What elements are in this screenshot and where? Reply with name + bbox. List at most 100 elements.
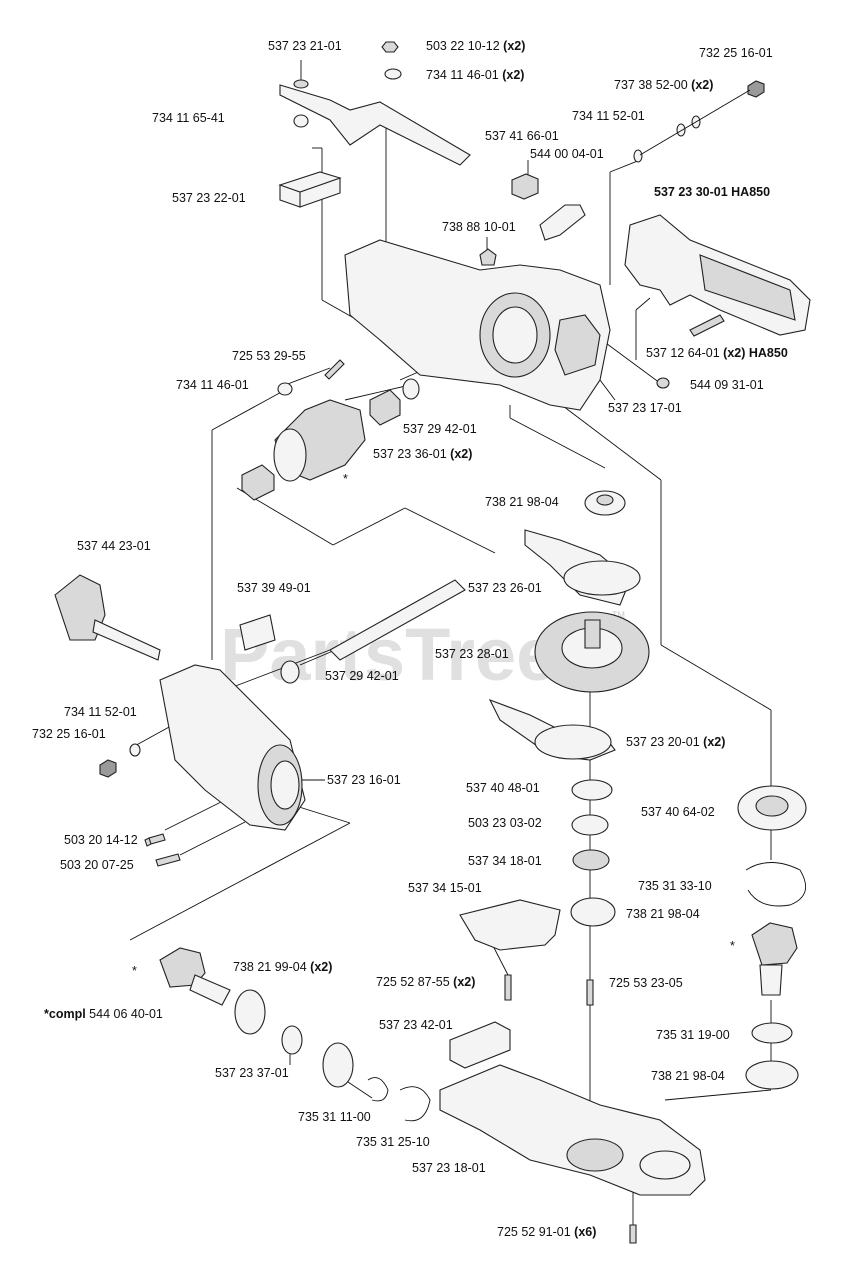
part-label: 537 23 21-01 bbox=[268, 39, 342, 53]
svg-text:*compl 544 06 40-01: *compl 544 06 40-01 bbox=[44, 1007, 163, 1021]
svg-text:544 09 31-01: 544 09 31-01 bbox=[690, 378, 764, 392]
part-qty: (x2) bbox=[502, 68, 524, 82]
svg-text:738 21 98-04: 738 21 98-04 bbox=[651, 1069, 725, 1083]
svg-text:537 23 18-01: 537 23 18-01 bbox=[412, 1161, 486, 1175]
svg-text:537 40 48-01: 537 40 48-01 bbox=[466, 781, 540, 795]
svg-text:738 21 98-04: 738 21 98-04 bbox=[485, 495, 559, 509]
part-label: 537 29 42-01 bbox=[403, 422, 477, 436]
circlip-right-2 bbox=[751, 1022, 793, 1044]
svg-text:725 52 87-55 (x2): 725 52 87-55 (x2) bbox=[376, 975, 475, 989]
svg-text:503 20 14-12: 503 20 14-12 bbox=[64, 833, 138, 847]
bottom-plate-hole bbox=[639, 1150, 691, 1180]
part-label: 537 23 30-01 HA850 bbox=[654, 185, 770, 199]
asterisk-marker: * bbox=[343, 472, 348, 486]
drive-shaft bbox=[329, 579, 466, 661]
part-qty: (x2) bbox=[503, 39, 525, 53]
svg-text:537 29 42-01: 537 29 42-01 bbox=[403, 422, 477, 436]
svg-text:537 23 37-01: 537 23 37-01 bbox=[215, 1066, 289, 1080]
svg-text:735 31 11-00: 735 31 11-00 bbox=[298, 1110, 371, 1124]
washer-center-2 bbox=[572, 849, 610, 871]
bearing-ring-top-hole bbox=[596, 494, 614, 506]
bottom-plate bbox=[439, 1064, 706, 1196]
part-label: 537 23 37-01 bbox=[215, 1066, 289, 1080]
part-label: 725 53 23-05 bbox=[609, 976, 683, 990]
washer-center bbox=[571, 779, 613, 801]
spacer-block bbox=[278, 171, 342, 208]
pinion-right bbox=[751, 922, 798, 966]
part-drawings bbox=[54, 41, 811, 1244]
screw-a bbox=[144, 833, 166, 847]
svg-text:537 40 64-02: 537 40 64-02 bbox=[641, 805, 715, 819]
part-labels: 537 23 21-01 503 22 10-12 (x2) 734 11 46… bbox=[32, 39, 788, 1239]
bearing-right-2 bbox=[745, 1060, 799, 1090]
svg-text:537 23 17-01: 537 23 17-01 bbox=[608, 401, 682, 415]
washer-small bbox=[293, 114, 309, 128]
svg-text:735 31 25-10: 735 31 25-10 bbox=[356, 1135, 430, 1149]
part-label: 738 21 98-04 bbox=[485, 495, 559, 509]
spacer-block-2 bbox=[449, 1021, 511, 1069]
part-label: 537 23 28-01 bbox=[435, 647, 509, 661]
rod-eye-bottom bbox=[534, 724, 612, 760]
svg-text:732 25 16-01: 732 25 16-01 bbox=[32, 727, 106, 741]
svg-text:738 88 10-01: 738 88 10-01 bbox=[442, 220, 516, 234]
bushing-2 bbox=[369, 389, 401, 426]
svg-text:537 23 20-01 (x2): 537 23 20-01 (x2) bbox=[626, 735, 725, 749]
part-qty: (x2) HA850 bbox=[723, 346, 788, 360]
part-label: 732 25 16-01 bbox=[32, 727, 106, 741]
part-label: 735 31 19-00 bbox=[656, 1028, 730, 1042]
svg-text:734 11 52-01: 734 11 52-01 bbox=[572, 109, 645, 123]
svg-text:734 11 65-41: 734 11 65-41 bbox=[152, 111, 225, 125]
circlip-left bbox=[367, 1077, 389, 1102]
svg-text:537 23 21-01: 537 23 21-01 bbox=[268, 39, 342, 53]
bearing-right-inner bbox=[755, 795, 789, 817]
pinion-shaft bbox=[759, 964, 783, 996]
svg-text:537 34 18-01: 537 34 18-01 bbox=[468, 854, 542, 868]
part-label: 734 11 46-01 bbox=[426, 68, 499, 82]
part-qty: (x2) bbox=[703, 735, 725, 749]
plug bbox=[656, 377, 670, 389]
handle-grip bbox=[699, 254, 796, 321]
locknut bbox=[747, 80, 765, 98]
part-label: 738 21 98-04 bbox=[651, 1069, 725, 1083]
part-label: 734 11 46-01 bbox=[176, 378, 249, 392]
watermark-tm: TM bbox=[612, 610, 625, 620]
part-label: 537 34 15-01 bbox=[408, 881, 482, 895]
svg-text:737 38 52-00 (x2): 737 38 52-00 (x2) bbox=[614, 78, 713, 92]
svg-text:537 23 16-01: 537 23 16-01 bbox=[327, 773, 401, 787]
part-label: 537 44 23-01 bbox=[77, 539, 151, 553]
angle-housing-bore-inner bbox=[270, 760, 300, 810]
svg-text:537 23 42-01: 537 23 42-01 bbox=[379, 1018, 453, 1032]
svg-text:537 23 30-01 HA850: 537 23 30-01 HA850 bbox=[654, 185, 770, 199]
svg-text:732 25 16-01: 732 25 16-01 bbox=[699, 46, 773, 60]
bevel-gear-face bbox=[273, 428, 307, 482]
part-label: 544 06 40-01 bbox=[89, 1007, 163, 1021]
washer-left-2 bbox=[129, 743, 141, 757]
spur-gear-boss bbox=[584, 619, 601, 649]
part-qty: (x2) bbox=[691, 78, 713, 92]
svg-text:537 39 49-01: 537 39 49-01 bbox=[237, 581, 311, 595]
oring-center bbox=[571, 814, 609, 836]
part-label: 544 00 04-01 bbox=[530, 147, 604, 161]
part-qty: (x6) bbox=[574, 1225, 596, 1239]
part-label: 537 23 26-01 bbox=[468, 581, 542, 595]
svg-text:725 52 91-01 (x6): 725 52 91-01 (x6) bbox=[497, 1225, 596, 1239]
svg-text:738 21 98-04: 738 21 98-04 bbox=[626, 907, 700, 921]
washer-b bbox=[676, 123, 686, 137]
part-label: 734 11 65-41 bbox=[152, 111, 225, 125]
grease-nipple bbox=[479, 248, 497, 266]
part-label: 537 39 49-01 bbox=[237, 581, 311, 595]
part-label: 732 25 16-01 bbox=[699, 46, 773, 60]
asterisk-marker: * bbox=[132, 964, 137, 978]
part-label: 503 22 10-12 bbox=[426, 39, 500, 53]
part-label: 725 52 87-55 bbox=[376, 975, 450, 989]
part-label: 735 31 25-10 bbox=[356, 1135, 430, 1149]
svg-text:537 23 22-01: 537 23 22-01 bbox=[172, 191, 246, 205]
bearing-left-2 bbox=[281, 1025, 303, 1055]
bushing-3 bbox=[241, 464, 275, 501]
screw-small bbox=[324, 359, 345, 380]
svg-text:734 11 52-01: 734 11 52-01 bbox=[64, 705, 137, 719]
part-label: 735 31 33-10 bbox=[638, 879, 712, 893]
part-label: 537 40 64-02 bbox=[641, 805, 715, 819]
part-label: 537 34 18-01 bbox=[468, 854, 542, 868]
